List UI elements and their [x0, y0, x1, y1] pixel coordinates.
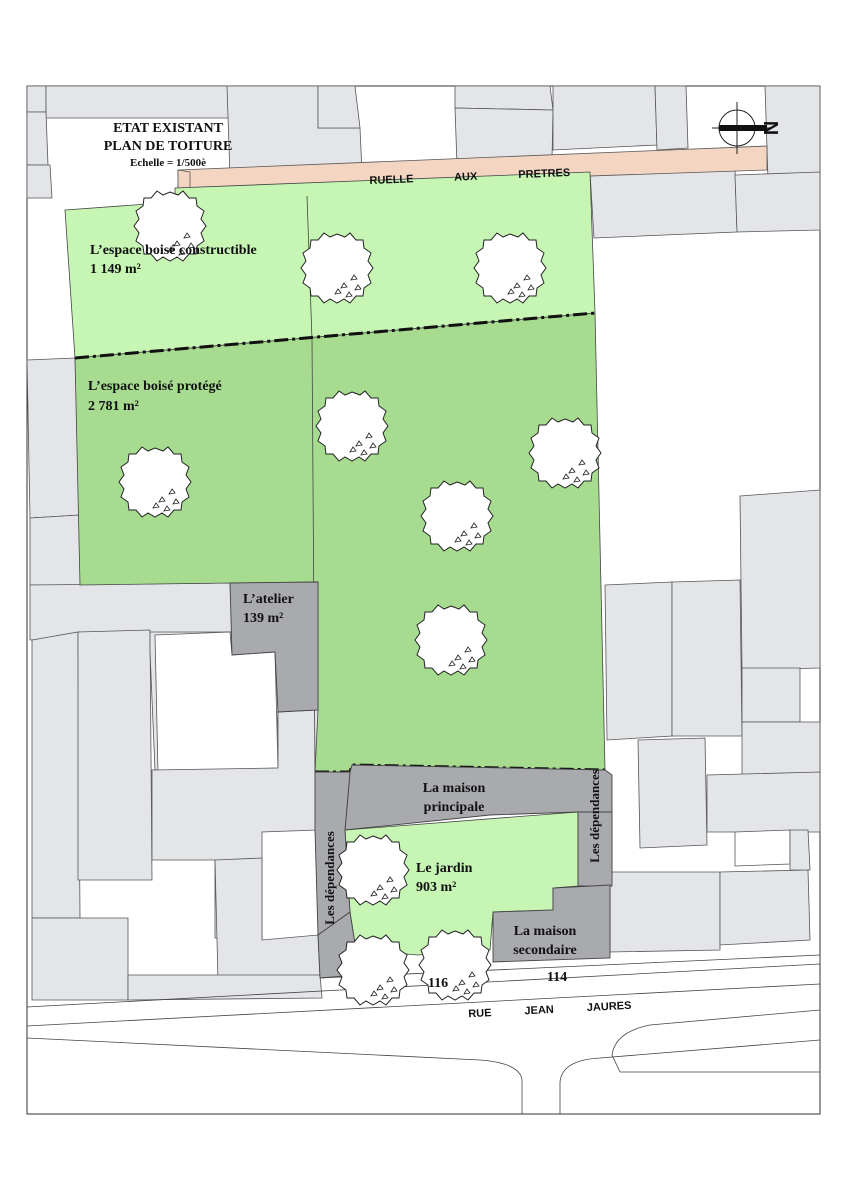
- street-number-114: 114: [547, 970, 567, 985]
- boundary-upper: [74, 311, 596, 360]
- tree-icon: [420, 480, 494, 552]
- protected-name: L’espace boisé protégé: [88, 379, 222, 394]
- tree-icon: [118, 446, 192, 518]
- title-line2: PLAN DE TOITURE: [104, 139, 233, 154]
- secondary-house[interactable]: [492, 884, 611, 963]
- atelier-name: L’atelier: [243, 592, 294, 607]
- atelier-building[interactable]: [229, 581, 319, 713]
- main-house-line1: La maison: [423, 781, 486, 796]
- road-edge: [177, 169, 191, 191]
- tree-icon: [528, 417, 602, 489]
- tree-icon: [414, 604, 488, 676]
- outbuildings-left-label: Les dépendances: [322, 831, 337, 925]
- protected-area: 2 781 m²: [88, 399, 139, 414]
- secondary-house-line1: La maison: [514, 924, 577, 939]
- atelier-area: 139 m²: [243, 611, 283, 626]
- tree-icon: [336, 934, 410, 1006]
- tree-icon: [473, 232, 547, 304]
- tree-icon: [300, 232, 374, 304]
- north-label: N: [759, 121, 781, 135]
- secondary-house-line2: secondaire: [513, 943, 577, 958]
- street-number-116: 116: [428, 976, 448, 991]
- outbuildings-right-label: Les dépendances: [587, 769, 602, 863]
- tree-icon: [315, 390, 389, 462]
- title-scale: Echelle = 1/500è: [130, 157, 206, 169]
- tree-icon: [336, 834, 410, 906]
- main-house-line2: principale: [424, 800, 485, 815]
- neighbor-buildings: [26, 85, 821, 1001]
- constructible-area: 1 149 m²: [90, 262, 141, 277]
- garden-name: Le jardin: [416, 861, 473, 876]
- north-arrow-icon: N: [712, 102, 781, 154]
- outbuilding-right[interactable]: [577, 811, 613, 887]
- garden-area: 903 m²: [416, 880, 456, 895]
- constructible-name: L’espace boisé constructible: [90, 243, 257, 258]
- title-line1: ETAT EXISTANT: [113, 121, 223, 136]
